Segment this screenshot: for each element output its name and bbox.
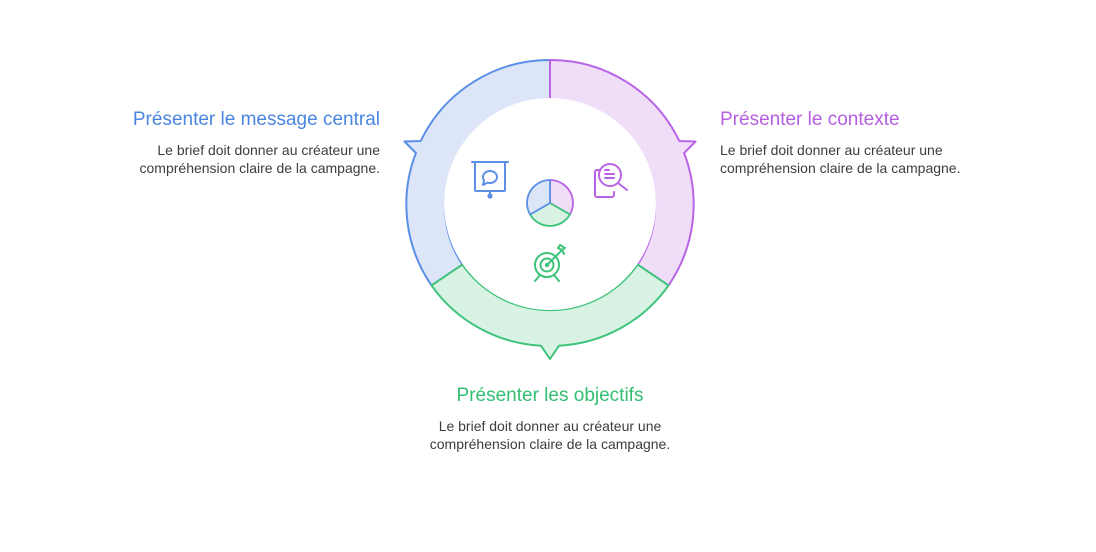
- segment-description: Le brief doit donner au créateur une com…: [385, 417, 715, 453]
- segment-description-line: Le brief doit donner au créateur une: [157, 142, 380, 158]
- pie-chart-icon: [526, 179, 574, 227]
- segment-description-line: compréhension claire de la campagne.: [720, 160, 961, 176]
- segment-description-line: compréhension claire de la campagne.: [139, 160, 380, 176]
- segment-description-line: Le brief doit donner au créateur une: [720, 142, 943, 158]
- segment-description-line: Le brief doit donner au créateur une: [438, 418, 662, 434]
- document-search-icon: [594, 163, 628, 198]
- segment-title: Présenter les objectifs: [456, 385, 644, 406]
- segment-title: Présenter le contexte: [720, 109, 900, 130]
- segment-title: Présenter le message central: [132, 109, 380, 130]
- segment-description-line: compréhension claire de la campagne.: [429, 436, 671, 452]
- segment-description: Le brief doit donner au créateur une com…: [720, 141, 1050, 177]
- segment-label-objectifs: Présenter les objectifs Le brief doit do…: [385, 384, 715, 453]
- segment-label-contexte: Présenter le contexte Le brief doit donn…: [720, 108, 1050, 177]
- segment-label-message: Présenter le message central Le brief do…: [50, 108, 380, 177]
- target-arrow-icon: [534, 244, 566, 282]
- ring-segment-objectifs: [430, 263, 670, 360]
- presentation-board-icon: [471, 161, 509, 199]
- segment-description: Le brief doit donner au créateur une com…: [50, 141, 380, 177]
